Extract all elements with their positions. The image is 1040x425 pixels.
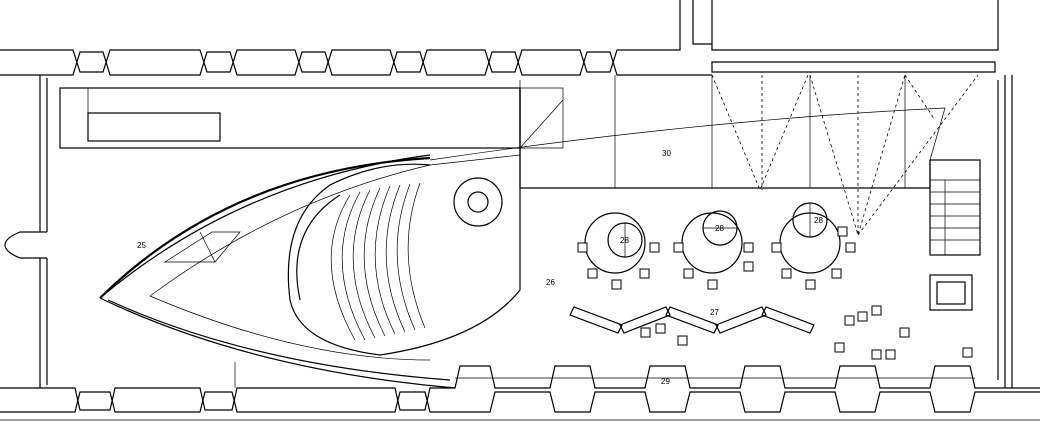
stools <box>834 305 973 360</box>
room-label-27: 27 <box>710 308 719 317</box>
zigzag-benches <box>569 306 815 346</box>
table-label: 28 <box>715 224 724 233</box>
north-facade <box>0 0 999 76</box>
lift <box>929 274 973 311</box>
wall-benches <box>59 87 521 149</box>
auditorium-hull <box>99 88 521 389</box>
room-label-30: 30 <box>662 149 671 158</box>
auditorium-seating <box>330 182 426 341</box>
round-table: 28 <box>673 210 754 290</box>
corridor-stub <box>4 231 47 259</box>
room-label-29: 29 <box>661 377 670 386</box>
south-facade <box>0 365 1040 421</box>
round-table: 28 <box>771 202 856 290</box>
room-30-glazing <box>429 74 979 237</box>
room-label-25: 25 <box>137 241 146 250</box>
room-label-26: 26 <box>546 278 555 287</box>
staircase <box>929 159 981 256</box>
round-column <box>453 177 503 227</box>
table-label: 28 <box>620 236 629 245</box>
side-walls <box>39 75 1013 388</box>
table-label: 28 <box>814 216 823 225</box>
round-table: 28 <box>577 212 660 290</box>
